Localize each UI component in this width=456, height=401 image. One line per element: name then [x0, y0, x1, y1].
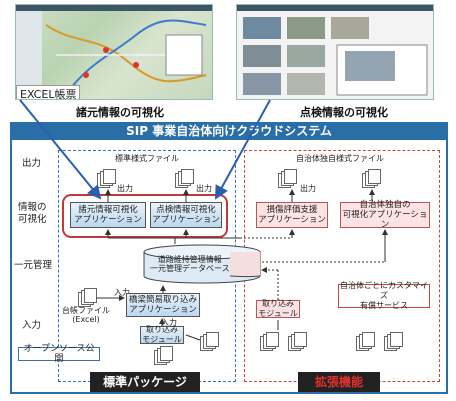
own-format-file-label: 自治体独自様式ファイル [296, 154, 384, 163]
inspection-visualization-caption: 点検情報の可視化 [300, 106, 388, 119]
spec-visualization-screenshot: EXCEL帳票 [15, 4, 213, 100]
output-label-1: 出力 [117, 184, 133, 193]
row-viz: 可視化 [18, 214, 47, 225]
map-graphic [16, 11, 207, 99]
document-icon [356, 332, 375, 351]
document-icon [362, 169, 381, 188]
standard-package-tag: 標準パッケージ [90, 372, 200, 392]
document-icon [175, 169, 194, 188]
system-title: SIP 事業自治体向けクラウドシステム [10, 122, 448, 140]
document-icon [97, 169, 116, 188]
input-label-2: 入力 [161, 318, 177, 327]
own-visualization-app: 自治体独自の 可視化アプリケーション [340, 200, 430, 230]
import-module: 取り込み モジュール [140, 325, 184, 344]
inspection-visualization-app: 点検情報可視化 アプリケーション [150, 202, 222, 228]
document-icon [200, 332, 219, 351]
right-import-module: 取り込み モジュール [256, 299, 300, 318]
ledger-file-icon [78, 288, 97, 307]
ledger-file-label: 台帳ファイル (Excel) [62, 306, 110, 324]
custom-service-box: 自治体ごとにカスタマイズ 有償サービス [338, 281, 430, 310]
row-output: 出力 [22, 158, 42, 169]
input-label-1: 入力 [114, 288, 130, 297]
row-info: 情報の [18, 202, 47, 213]
open-source-label: オープンソース公開 [18, 344, 100, 364]
spec-visualization-app: 諸元情報可視化 アプリケーション [70, 202, 146, 228]
output-label-2: 出力 [196, 184, 212, 193]
database-cylinder [143, 244, 261, 284]
document-icon [260, 332, 279, 351]
document-icon [288, 332, 307, 351]
document-icon [154, 346, 173, 365]
inspection-graphic [243, 17, 428, 96]
standard-format-file-label: 標準様式ファイル [115, 154, 179, 163]
database-label: 道路維持管理情報 一元管理データベース [150, 255, 230, 273]
damage-evaluation-app: 損傷評価支援 アプリケーション [256, 202, 328, 228]
extension-tag: 拡張機能 [298, 372, 380, 392]
spec-visualization-caption: 諸元情報の可視化 [76, 106, 164, 119]
bridge-import-app: 橋梁簡易取り込み アプリケーション [126, 293, 200, 317]
document-icon [384, 332, 403, 351]
visualization-highlight [62, 194, 228, 238]
document-icon [278, 169, 297, 188]
excel-label: EXCEL帳票 [16, 85, 81, 99]
inspection-visualization-screenshot [236, 4, 434, 100]
output-label-right: 出力 [300, 184, 316, 193]
row-input: 入力 [22, 320, 42, 331]
row-unified: 一元管理 [14, 260, 53, 271]
